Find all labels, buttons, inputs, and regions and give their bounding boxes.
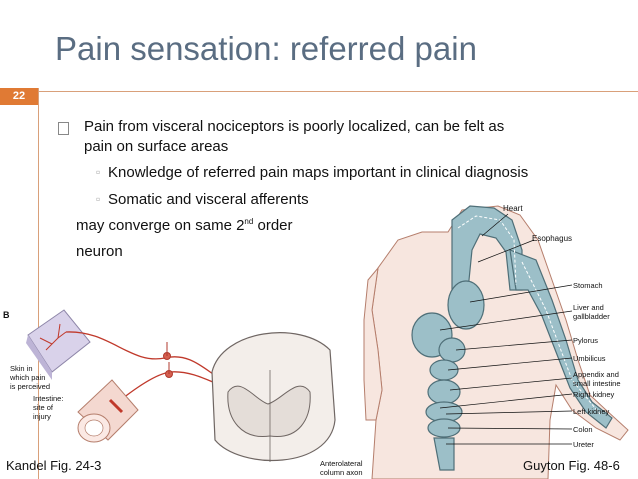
region-dashed-outlines bbox=[457, 215, 601, 415]
side-divider bbox=[38, 88, 39, 479]
label-right-kidney: Right kidney bbox=[573, 390, 615, 399]
left-figure-caption: Kandel Fig. 24-3 bbox=[6, 458, 102, 473]
label-appendix-line2: small intestine bbox=[573, 379, 621, 388]
label-ureter: Ureter bbox=[573, 440, 594, 449]
continuation-line2: neuron bbox=[76, 243, 123, 260]
label-left-kidney: Left kidney bbox=[573, 407, 610, 416]
label-intestine-line1: Intestine: bbox=[33, 394, 64, 403]
bullet-main-line1: Pain from visceral nociceptors is poorly… bbox=[84, 118, 505, 135]
right-figure-caption: Guyton Fig. 48-6 bbox=[523, 458, 620, 473]
sub-bullet-marker: ▫ bbox=[96, 192, 101, 206]
label-axon-line2: column axon bbox=[320, 468, 363, 477]
label-umbilicus: Umbilicus bbox=[573, 354, 606, 363]
label-liver-line1: Liver and bbox=[573, 303, 604, 312]
label-intestine-line2: site of bbox=[33, 403, 54, 412]
left-arm-outline bbox=[363, 266, 383, 421]
continuation-part1: may converge on same 2 bbox=[76, 217, 245, 234]
label-skin-line1: Skin in bbox=[10, 364, 33, 373]
panel-letter: B bbox=[3, 310, 10, 320]
bullet-marker bbox=[58, 122, 69, 135]
slide-title: Pain sensation: referred pain bbox=[55, 30, 477, 67]
umbilicus-region bbox=[429, 359, 459, 381]
label-heart: Heart bbox=[503, 204, 523, 213]
label-skin-line3: is perceived bbox=[10, 382, 51, 391]
leader-lines bbox=[439, 213, 573, 445]
ganglion-cells bbox=[163, 342, 173, 378]
label-axon-line1: Anterolateral bbox=[320, 459, 363, 468]
intestine-tube bbox=[77, 379, 139, 443]
label-pylorus: Pylorus bbox=[573, 336, 599, 345]
continuation-part2: order bbox=[253, 217, 293, 234]
label-skin-line2: which pain bbox=[10, 373, 46, 382]
ureter-region bbox=[433, 437, 455, 471]
bullet-main-line2: pain on surface areas bbox=[84, 138, 229, 155]
pylorus-region bbox=[438, 337, 466, 363]
skin-patch bbox=[26, 309, 91, 380]
sub-bullet-1: Knowledge of referred pain maps importan… bbox=[108, 164, 529, 181]
label-colon: Colon bbox=[573, 425, 593, 434]
title-divider bbox=[0, 91, 638, 92]
ordinal-superscript: nd bbox=[244, 217, 254, 226]
sub-bullet-2: Somatic and visceral afferents bbox=[108, 191, 309, 208]
label-esophagus: Esophagus bbox=[532, 234, 573, 243]
sub-bullet-marker: ▫ bbox=[96, 165, 101, 179]
label-intestine-line3: injury bbox=[33, 412, 51, 421]
intestine-region bbox=[427, 379, 461, 405]
referred-pain-regions bbox=[411, 205, 613, 471]
continuation-line1: may converge on same 2nd order bbox=[76, 217, 293, 234]
label-stomach: Stomach bbox=[573, 281, 603, 290]
page-number-badge: 22 bbox=[0, 88, 38, 105]
stomach-region bbox=[447, 280, 485, 330]
spinal-cord bbox=[211, 332, 336, 462]
label-liver-line2: gallbladder bbox=[573, 312, 610, 321]
label-appendix-line1: Appendix and bbox=[573, 370, 619, 379]
